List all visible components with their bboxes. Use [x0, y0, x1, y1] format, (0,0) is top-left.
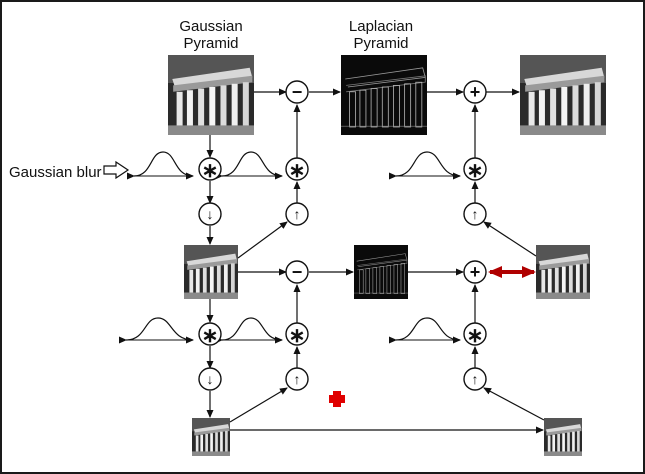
subtract-operator-top: − — [285, 80, 309, 104]
add-operator-top: + — [463, 80, 487, 104]
reconstructed-level1-image — [536, 245, 590, 299]
upsample-operator-right-1: ↑ — [463, 202, 487, 226]
svg-text:↓: ↓ — [207, 206, 214, 222]
downsample-operator-1: ↓ — [198, 202, 222, 226]
reconstructed-level0-image — [520, 55, 606, 135]
gaussian-kernels — [119, 151, 461, 344]
laplacian-level0-image — [341, 55, 427, 135]
convolve-operator-right-1: ∗ — [463, 157, 487, 182]
laplacian-pyramid-title-line2: Pyramid — [353, 35, 408, 52]
hollow-arrow-icon — [103, 160, 130, 180]
svg-text:∗: ∗ — [289, 325, 306, 347]
svg-text:↑: ↑ — [294, 371, 301, 387]
convolve-operator-left-1: ∗ — [198, 157, 222, 182]
svg-text:+: + — [470, 82, 481, 102]
convolve-operator-middle-2: ∗ — [285, 322, 309, 347]
laplacian-pyramid-title-line1: Laplacian — [349, 18, 413, 35]
cursor-cross-icon — [329, 391, 345, 407]
gaussian-pyramid-title-line1: Gaussian — [179, 18, 242, 35]
gaussian-pyramid-title-line2: Pyramid — [183, 35, 238, 52]
svg-text:↓: ↓ — [207, 371, 214, 387]
svg-text:∗: ∗ — [202, 160, 219, 182]
svg-text:∗: ∗ — [289, 160, 306, 182]
svg-text:−: − — [292, 82, 303, 102]
upsample-operator-middle-2: ↑ — [285, 367, 309, 391]
add-operator-middle: + — [463, 260, 487, 284]
svg-text:↑: ↑ — [294, 206, 301, 222]
convolve-operator-right-2: ∗ — [463, 322, 487, 347]
laplacian-level2-image — [544, 418, 582, 456]
convolve-operator-middle-1: ∗ — [285, 157, 309, 182]
svg-text:∗: ∗ — [467, 160, 484, 182]
gaussian-level0-image — [168, 55, 254, 135]
svg-text:∗: ∗ — [467, 325, 484, 347]
laplacian-level1-image — [354, 245, 408, 299]
downsample-operator-2: ↓ — [198, 367, 222, 391]
upsample-operator-middle-1: ↑ — [285, 202, 309, 226]
gaussian-level2-image — [192, 418, 230, 456]
gaussian-level1-image — [184, 245, 238, 299]
svg-text:∗: ∗ — [202, 325, 219, 347]
upsample-operator-right-2: ↑ — [463, 367, 487, 391]
convolve-operator-left-2: ∗ — [198, 322, 222, 347]
connection-lines — [206, 88, 545, 434]
gaussian-blur-label: Gaussian blur — [9, 164, 102, 181]
svg-text:↑: ↑ — [472, 371, 479, 387]
svg-text:+: + — [470, 262, 481, 282]
subtract-operator-middle: − — [285, 260, 309, 284]
svg-text:−: − — [292, 262, 303, 282]
svg-text:↑: ↑ — [472, 206, 479, 222]
